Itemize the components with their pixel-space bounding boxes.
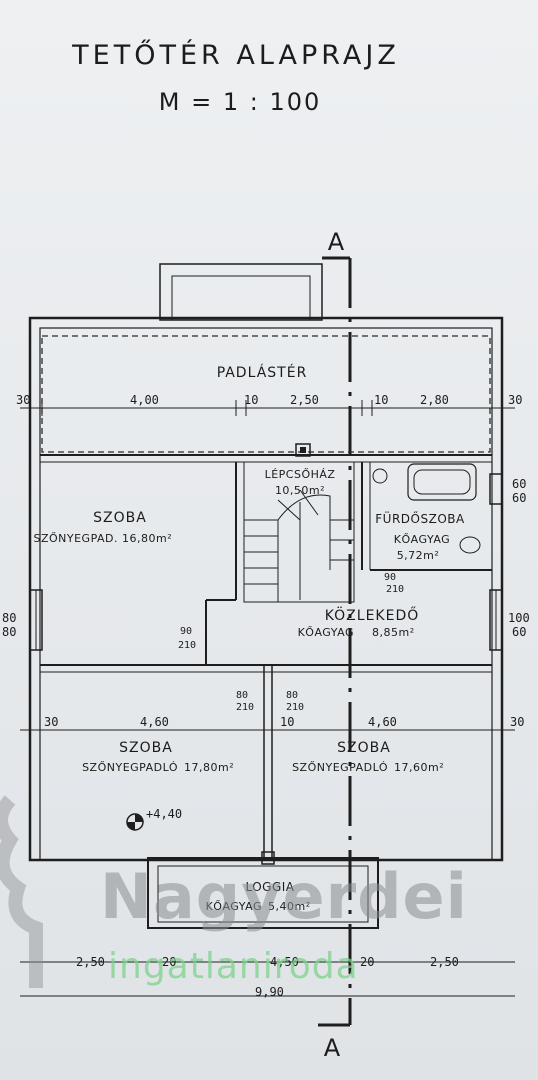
interior-walls — [40, 443, 492, 858]
dim-top-7: 30 — [508, 393, 522, 407]
stair-area: 10,50m² — [275, 484, 325, 497]
section-line-a: A A — [318, 228, 352, 1062]
dim-top-1: 30 — [16, 393, 30, 407]
bathroom-fixtures — [372, 463, 481, 554]
room-sw-label: SZOBA — [119, 740, 173, 756]
section-marker-bottom: A — [324, 1034, 341, 1062]
door-height-4: 210 — [286, 702, 304, 713]
dim-mid-5: 30 — [510, 715, 524, 729]
dim-top-5: 10 — [374, 393, 388, 407]
corridor-floor: KŐAGYAG — [298, 625, 354, 639]
dim-mid-1: 30 — [44, 715, 58, 729]
door-height-1: 210 — [178, 640, 196, 651]
dim-left-1: 80 — [2, 611, 16, 625]
door-height-2: 210 — [386, 584, 404, 595]
attic-space: PADLÁSTÉR — [41, 335, 491, 453]
corridor-area: 8,85m² — [372, 626, 415, 639]
room-se-label: SZOBA — [337, 740, 391, 756]
dim-right-mid-1: 100 — [508, 611, 530, 625]
room-nw-label: SZOBA — [93, 510, 147, 526]
bath-floor: KŐAGYAG — [394, 532, 450, 546]
roof-dormer — [159, 263, 323, 321]
room-se-area: 17,60m² — [394, 761, 444, 774]
dim-right-mid-2: 60 — [512, 625, 526, 639]
door-width-4: 80 — [286, 690, 298, 701]
dim-top-6: 2,80 — [420, 393, 449, 407]
watermark-brand: Nagyerdei — [100, 860, 468, 933]
dim-bottom-1: 2,50 — [76, 955, 105, 969]
room-sw-area: 17,80m² — [184, 761, 234, 774]
dim-bottom-2: 20 — [162, 955, 176, 969]
dim-mid-2: 4,60 — [140, 715, 169, 729]
corridor-label: KÖZLEKEDŐ — [325, 606, 420, 624]
dim-top-3: 10 — [244, 393, 258, 407]
watermark-subtitle: ingatlaniroda — [108, 946, 359, 987]
dim-bottom-4: 20 — [360, 955, 374, 969]
door-width-3: 80 — [236, 690, 248, 701]
loggia-label: LOGGIA — [245, 880, 294, 894]
loggia — [147, 851, 379, 929]
dim-mid-3: 10 — [280, 715, 294, 729]
level-value: +4,40 — [146, 807, 182, 821]
side-windows — [29, 473, 503, 651]
loggia-area: 5,40m² — [268, 900, 311, 913]
watermark: Nagyerdei ingatlaniroda — [0, 795, 468, 988]
dimension-line-top: 30 4,00 10 2,50 10 2,80 30 — [16, 393, 522, 416]
door-width-1: 90 — [180, 626, 192, 637]
door-height-3: 210 — [236, 702, 254, 713]
dim-top-4: 2,50 — [290, 393, 319, 407]
level-mark: +4,40 — [126, 807, 182, 831]
room-nw-area: 16,80m² — [122, 532, 172, 545]
dim-bottom-3: 4,50 — [270, 955, 299, 969]
section-marker-top: A — [328, 228, 345, 256]
room-se-floor: SZŐNYEGPADLÓ — [292, 760, 388, 774]
dim-total: 9,90 — [255, 985, 284, 999]
exterior-walls — [28, 316, 504, 862]
dim-right-top-1: 60 — [512, 477, 526, 491]
dim-mid-4: 4,60 — [368, 715, 397, 729]
dim-top-2: 4,00 — [130, 393, 159, 407]
plan-scale: M = 1 : 100 — [159, 88, 322, 116]
dim-bottom-5: 2,50 — [430, 955, 459, 969]
dim-left-2: 80 — [2, 625, 16, 639]
dimension-line-bottom: 2,50 20 4,50 20 2,50 9,90 — [20, 955, 515, 999]
room-nw-floor: SZŐNYEGPAD. — [33, 531, 118, 545]
plan-title: TETŐTÉR ALAPRAJZ — [71, 39, 400, 71]
loggia-floor: KŐAGYAG — [206, 899, 262, 913]
stair-label: LÉPCSŐHÁZ — [265, 467, 336, 481]
attic-label: PADLÁSTÉR — [217, 364, 308, 381]
dim-right-top-2: 60 — [512, 491, 526, 505]
bath-area: 5,72m² — [397, 549, 440, 562]
bath-label: FÜRDŐSZOBA — [375, 510, 465, 526]
staircase — [243, 461, 355, 603]
door-width-2: 90 — [384, 572, 396, 583]
room-sw-floor: SZŐNYEGPADLÓ — [82, 760, 178, 774]
dimension-line-mid: 30 4,60 10 4,60 30 — [20, 715, 524, 731]
